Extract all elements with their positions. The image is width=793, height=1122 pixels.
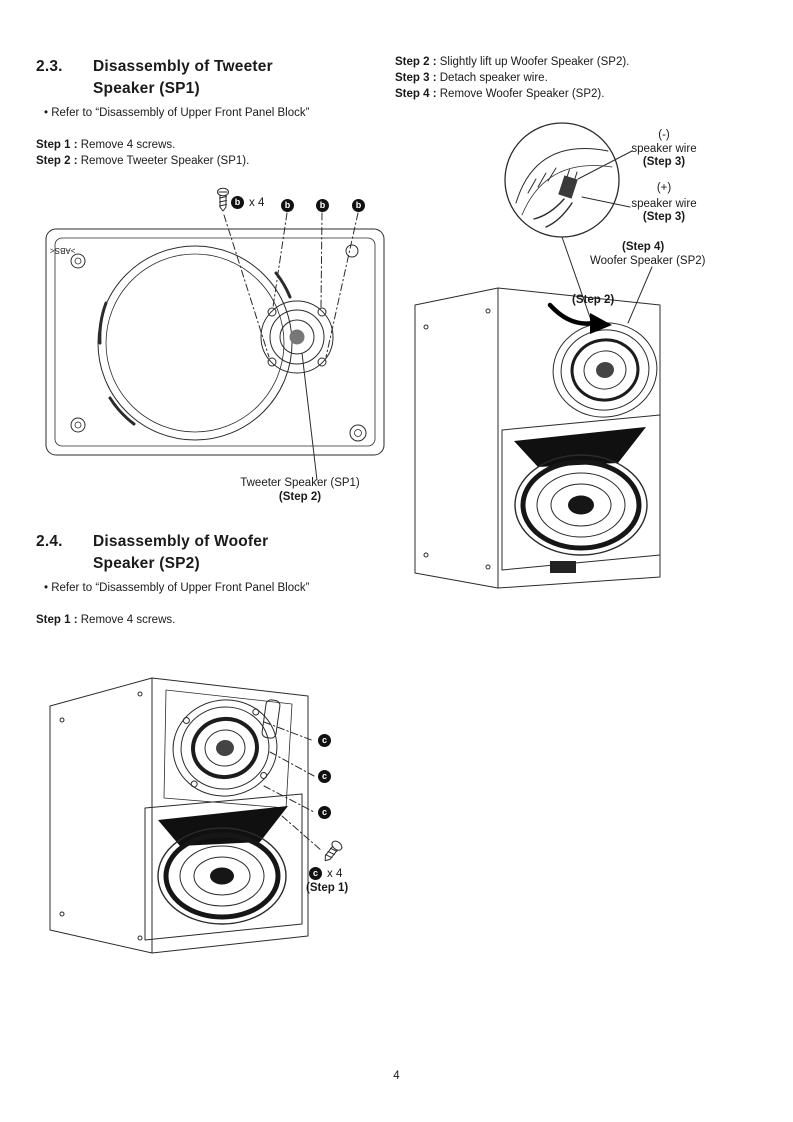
step-label: Step 2 : (395, 56, 437, 68)
section-2-3-step-1: Step 1 : Remove 4 screws. (36, 139, 175, 152)
section-2-3-step-2: Step 2 : Remove Tweeter Speaker (SP1). (36, 155, 249, 168)
woofer-removal-diagram (414, 122, 661, 589)
screw-qty-label: x 4 (249, 197, 265, 209)
woofer-speaker-lifted (552, 322, 658, 418)
tweeter-caption-step: (Step 2) (278, 491, 322, 503)
step-label: Step 4 : (395, 88, 437, 100)
tweeter-panel-diagram (45, 187, 385, 481)
screw-leader-lines (263, 721, 323, 852)
screw-badge-c: c (318, 734, 331, 747)
screw-badge-c: c (318, 770, 331, 783)
screw-badge-b: b (352, 199, 365, 212)
section-2-4-number: 2.4. (36, 533, 63, 550)
woofer-cabinet-diagram (49, 677, 343, 954)
screw-qty-label: x 4 (327, 868, 343, 880)
panel-outline (45, 228, 385, 456)
step-text: Remove Tweeter Speaker (SP1). (80, 155, 250, 167)
step-text: Detach speaker wire. (439, 72, 548, 84)
step-label: Step 2 : (36, 155, 78, 167)
section-2-3-title-line2: Speaker (SP1) (93, 80, 200, 97)
magnifier-detail (504, 122, 620, 238)
page-number: 4 (393, 1070, 400, 1082)
abs-material-marking: >ABS< (50, 246, 76, 255)
screw-step-label: (Step 1) (306, 882, 349, 894)
right-step-3: Step 3 : Detach speaker wire. (395, 72, 548, 85)
step-text: Remove Woofer Speaker (SP2). (439, 88, 605, 100)
neg-wire-label: speaker wire (631, 143, 697, 155)
step2-callout-tag: (Step 2) (572, 294, 615, 306)
section-2-3-number: 2.3. (36, 58, 63, 75)
step-label: Step 1 : (36, 614, 78, 626)
woofer-speaker-drawing (172, 699, 278, 797)
section-2-3-refer-note: • Refer to “Disassembly of Upper Front P… (44, 107, 310, 119)
label-leader-lines (561, 150, 653, 324)
step4-callout-part: Woofer Speaker (SP2) (590, 255, 706, 267)
screw-icon (217, 187, 229, 212)
pos-wire-step: (Step 3) (642, 211, 686, 223)
caption-leader-line (301, 352, 318, 481)
step-label: Step 1 : (36, 139, 78, 151)
lower-woofer-drawing (144, 793, 303, 941)
section-2-3-title-line1: Disassembly of Tweeter (93, 58, 273, 75)
neg-wire-sign: (-) (658, 129, 670, 141)
tweeter-caption: Tweeter Speaker (SP1) (240, 477, 360, 489)
section-2-4-title-line1: Disassembly of Woofer (93, 533, 269, 550)
step-text: Remove 4 screws. (80, 614, 176, 626)
section-2-4-title-line2: Speaker (SP2) (93, 555, 200, 572)
step2-arrow (547, 302, 612, 334)
pos-wire-sign: (+) (656, 182, 672, 194)
neg-wire-step: (Step 3) (642, 156, 686, 168)
right-step-4: Step 4 : Remove Woofer Speaker (SP2). (395, 88, 604, 101)
pos-wire-label: speaker wire (631, 198, 697, 210)
step-text: Remove 4 screws. (80, 139, 176, 151)
section-2-4-refer-note: • Refer to “Disassembly of Upper Front P… (44, 582, 310, 594)
right-step-2: Step 2 : Slightly lift up Woofer Speaker… (395, 56, 629, 69)
screw-badge-c: c (318, 806, 331, 819)
screw-badge-b: b (281, 199, 294, 212)
screw-badge-b: b (316, 199, 329, 212)
section-2-4-step-1: Step 1 : Remove 4 screws. (36, 614, 175, 627)
step-label: Step 3 : (395, 72, 437, 84)
screw-badge-b: b (231, 196, 244, 209)
cabinet-drawing (414, 287, 661, 589)
cabinet-drawing (49, 677, 309, 954)
step-text: Slightly lift up Woofer Speaker (SP2). (439, 56, 630, 68)
tweeter-drawing (260, 300, 334, 374)
screw-badge-c: c (309, 867, 322, 880)
lower-woofer-drawing (501, 414, 661, 573)
step4-callout-tag: (Step 4) (622, 241, 665, 253)
screw-icon (324, 840, 343, 862)
